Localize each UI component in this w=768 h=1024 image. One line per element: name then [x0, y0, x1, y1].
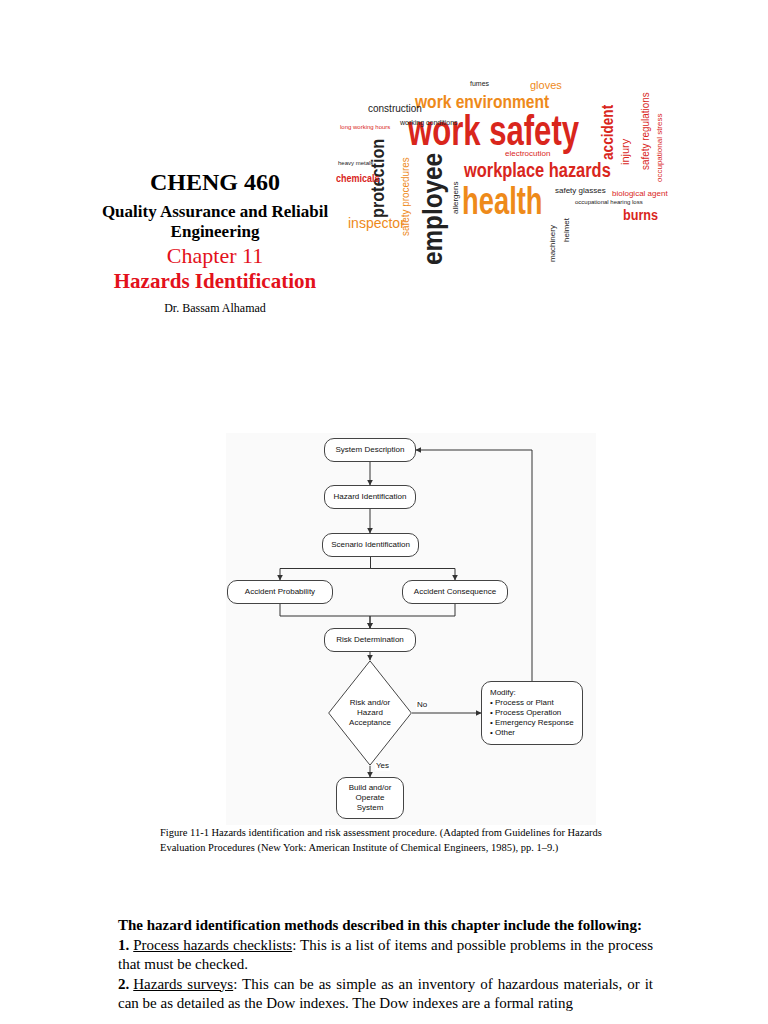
title-block: CHENG 460Quality Assurance and ReliabilE…: [60, 170, 370, 315]
word-cloud-term: employee: [420, 153, 447, 265]
node-text: • Process or Plant: [490, 698, 574, 708]
chapter-number: Chapter 11: [60, 244, 370, 267]
flow-connector: [371, 557, 456, 580]
word-cloud-term: electrocution: [505, 150, 550, 158]
figure-panel: [226, 433, 596, 825]
edge-label: Yes: [375, 762, 390, 771]
decision-diamond: Risk and/or Hazard Acceptance: [328, 660, 412, 766]
flow-connector: [370, 462, 371, 485]
method-item: 2.Hazards surveys: This can be as simple…: [118, 975, 653, 1014]
process-box: Accident Probability: [227, 580, 333, 604]
flow-connector: [370, 604, 455, 628]
flow-connector: [416, 450, 532, 681]
word-cloud-term: gloves: [530, 80, 562, 91]
body-text: The hazard identification methods descri…: [118, 916, 653, 1014]
course-subtitle: Quality Assurance and Reliabil: [60, 203, 370, 221]
node-text: • Other: [490, 728, 574, 738]
word-cloud-term: allergens: [452, 182, 460, 214]
word-cloud-term: inspector: [348, 216, 405, 230]
node-text: Risk and/or Hazard Acceptance: [344, 698, 396, 728]
process-box: Risk Determination: [324, 628, 416, 652]
word-cloud-term: helmet: [563, 218, 571, 242]
word-cloud-term: working conditions: [400, 119, 458, 126]
process-box: Hazard Identification: [324, 485, 416, 509]
flow-connector: [370, 509, 371, 533]
chapter-title: Hazards Identification: [60, 270, 370, 292]
item-number: 1.: [118, 937, 129, 953]
flow-connector: [370, 652, 371, 660]
author-name: Dr. Bassam Alhamad: [60, 302, 370, 315]
node-text: Build and/or Operate System: [344, 783, 396, 813]
word-cloud-term: safety procedures: [400, 157, 411, 236]
word-cloud-term: biological agent: [612, 190, 668, 198]
word-cloud-term: burns: [623, 208, 658, 222]
word-cloud-term: construction: [368, 104, 422, 114]
word-cloud-term: heavy metals: [338, 160, 373, 166]
word-cloud-term: machinery: [549, 225, 557, 262]
flow-connector: [280, 604, 370, 628]
node-text: Accident Consequence: [410, 587, 500, 597]
process-box: Accident Consequence: [402, 580, 508, 604]
node-text: • Process Operation: [490, 708, 574, 718]
node-text: Accident Probability: [235, 587, 325, 597]
item-number: 2.: [118, 976, 129, 992]
word-cloud-term: work safety: [408, 110, 579, 152]
word-cloud-term: safety glasses: [555, 187, 606, 195]
course-subtitle: Engineering: [60, 223, 370, 241]
word-cloud-term: long working hours: [340, 124, 390, 130]
node-text: • Emergency Response: [490, 718, 574, 728]
process-box: Build and/or Operate System: [336, 777, 404, 819]
node-text: Modify:: [490, 688, 574, 698]
node-text: System Description: [332, 445, 408, 455]
action-box: Modify:• Process or Plant• Process Opera…: [481, 681, 583, 745]
edge-label: No: [416, 701, 428, 710]
word-cloud-term: occupational hearing loss: [575, 199, 643, 205]
method-name: Hazards surveys: [133, 976, 233, 992]
process-box: System Description: [324, 438, 416, 462]
diamond-text-holder: Risk and/or Hazard Acceptance: [344, 698, 396, 728]
word-cloud-term: fumes: [470, 80, 489, 87]
word-cloud-term: work environment: [415, 92, 549, 111]
word-cloud-term: occupational stress: [656, 114, 664, 182]
intro-paragraph: The hazard identification methods descri…: [118, 916, 653, 936]
method-name: Process hazards checklists: [133, 937, 292, 953]
node-text: Hazard Identification: [332, 492, 408, 502]
course-title: CHENG 460: [60, 170, 370, 195]
figure-caption: Figure 11-1 Hazards identification and r…: [160, 826, 640, 855]
word-cloud-term: safety regulations: [640, 92, 651, 170]
flow-connector: [280, 557, 371, 580]
word-cloud-term: workplace hazards: [464, 160, 611, 180]
process-box: Scenario Identification: [322, 533, 419, 557]
flow-connector: [370, 766, 371, 777]
flow-connector: [412, 713, 481, 714]
word-cloud-term: chemicals: [336, 174, 380, 184]
word-cloud-term: injury: [620, 139, 631, 165]
node-text: Scenario Identification: [330, 540, 411, 550]
method-item: 1.Process hazards checklists: This is a …: [118, 936, 653, 975]
node-text: Risk Determination: [332, 635, 408, 645]
word-cloud-term: accident: [600, 105, 616, 160]
word-cloud-term: health: [462, 182, 543, 220]
